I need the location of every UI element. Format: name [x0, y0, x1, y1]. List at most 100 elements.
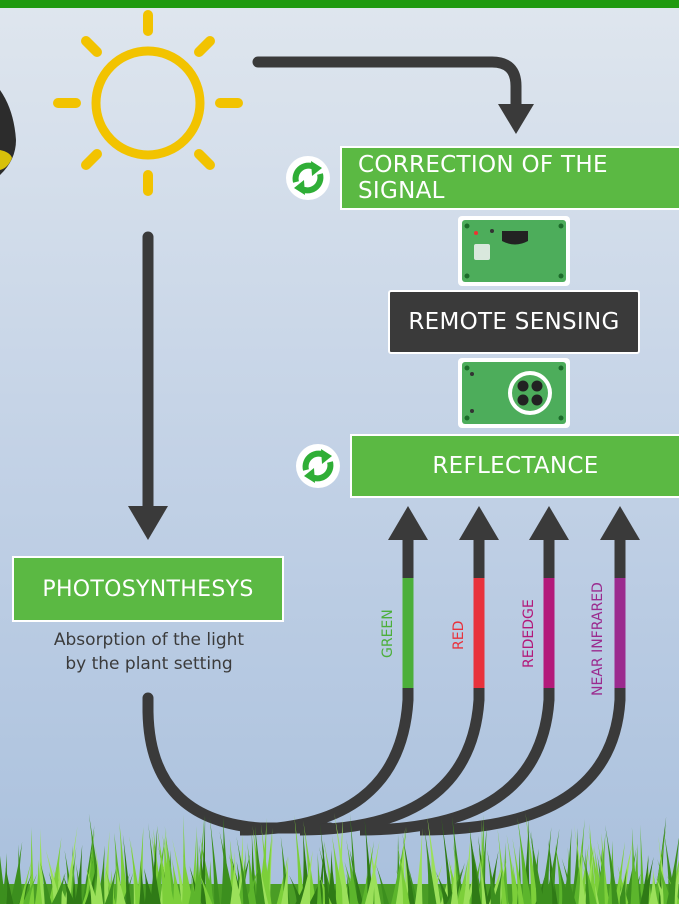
grass-blade [165, 836, 177, 904]
arrow-sun-to-correction [252, 56, 534, 134]
grass-blade [648, 869, 659, 904]
remote-sensing-label: REMOTE SENSING [408, 309, 620, 335]
grass-blade [64, 826, 78, 904]
band-label-rededge: REDEDGE [521, 599, 537, 668]
grass-blade [350, 813, 358, 904]
grass-blade [183, 853, 194, 904]
grass-blade [193, 836, 201, 904]
sun-icon [53, 10, 243, 196]
reflection-arrow-rededge [359, 506, 569, 836]
grass-blade [63, 874, 76, 904]
reflection-arrow-green [239, 506, 428, 836]
grass-blade [499, 867, 509, 904]
grass-blade [122, 834, 131, 904]
grass-blade [375, 864, 390, 904]
grass-blade [254, 825, 266, 904]
grass-blade [0, 855, 6, 904]
grass-blade [151, 861, 161, 904]
reflectance-box: REFLECTANCE [350, 434, 679, 498]
grass-blade [21, 873, 38, 904]
grass-blade [301, 828, 312, 904]
grass-blade [364, 840, 380, 904]
grass-blade [247, 842, 257, 904]
grass-blade [331, 835, 346, 904]
grass-blade [85, 865, 98, 904]
band-label-red: RED [451, 620, 467, 650]
grass-blade [334, 812, 350, 904]
sensor-device-icon [458, 216, 570, 286]
grass-blade [441, 817, 454, 904]
grass-blade [476, 847, 485, 904]
grass-blade [199, 836, 215, 904]
reflection-arrow-near-infrared [419, 506, 640, 836]
grass-blade [617, 868, 627, 904]
grass-blade [16, 844, 24, 904]
grass-blade [554, 843, 569, 904]
grass-blade [346, 838, 359, 904]
grass-blade [558, 864, 571, 904]
grass-blade [171, 858, 183, 904]
grass-blade [327, 849, 337, 904]
edge-device-icon [0, 90, 16, 175]
remote-sensing-box: REMOTE SENSING [388, 290, 640, 354]
grass-blade [209, 817, 220, 904]
grass-blade [408, 868, 419, 904]
grass-blade [119, 822, 129, 904]
sensor-device-icon [458, 358, 570, 428]
grass-blade [487, 849, 497, 904]
reflectance-label: REFLECTANCE [432, 453, 599, 479]
grass-blade [463, 835, 471, 904]
grass-blade [144, 868, 155, 904]
grass-blade [95, 844, 104, 904]
photosynthesys-label: PHOTOSYNTHESYS [42, 576, 254, 602]
grass-blade [196, 815, 205, 904]
grass-blade [624, 847, 637, 904]
grass-blade [452, 841, 463, 904]
grass-blade [497, 828, 507, 904]
grass-blade [67, 846, 77, 904]
grass-blade [91, 827, 97, 904]
grass-blade [402, 833, 415, 904]
grass-blade [522, 814, 530, 904]
grass-blade [220, 816, 231, 904]
band-label-near-infrared: NEAR INFRARED [590, 582, 606, 696]
grass-blade [657, 859, 673, 904]
grass-blade [666, 837, 679, 904]
grass-blade [317, 852, 322, 904]
grass-blade [151, 835, 166, 904]
photosynthesys-box: PHOTOSYNTHESYS [12, 556, 284, 622]
grass-blade [640, 824, 645, 904]
top-accent-bar [0, 0, 679, 8]
grass-blade [397, 844, 410, 904]
grass-blade [631, 843, 640, 904]
grass-blade [450, 862, 465, 904]
grass-blade [100, 830, 110, 904]
grass-blade [317, 841, 325, 904]
absorption-curve [142, 692, 336, 834]
grass-blade [182, 814, 188, 904]
grass-blade [200, 815, 206, 904]
grass-blade [114, 832, 124, 904]
grass-blade [614, 841, 626, 904]
grass-blade [580, 848, 597, 904]
band-label-green: GREEN [380, 609, 396, 658]
correction-label: CORRECTION OF THE SIGNAL [358, 152, 608, 204]
grass-blade [40, 861, 52, 904]
grass-blade [294, 814, 305, 904]
grass-blade [573, 819, 585, 904]
caption-line-2: by the plant setting [65, 654, 233, 674]
grass-blade [308, 874, 323, 904]
grass-blade [82, 875, 92, 904]
grass-blade [5, 867, 14, 904]
grass-blade [260, 822, 272, 904]
grass-blade [281, 856, 289, 904]
grass-blade [573, 824, 586, 904]
grass-blade [300, 850, 313, 904]
grass-blade [156, 824, 169, 904]
grass-blade [115, 863, 126, 904]
grass-blade [51, 872, 66, 904]
grass-blade [469, 825, 482, 904]
grass-blade [303, 820, 317, 904]
grass-blade [335, 817, 343, 904]
